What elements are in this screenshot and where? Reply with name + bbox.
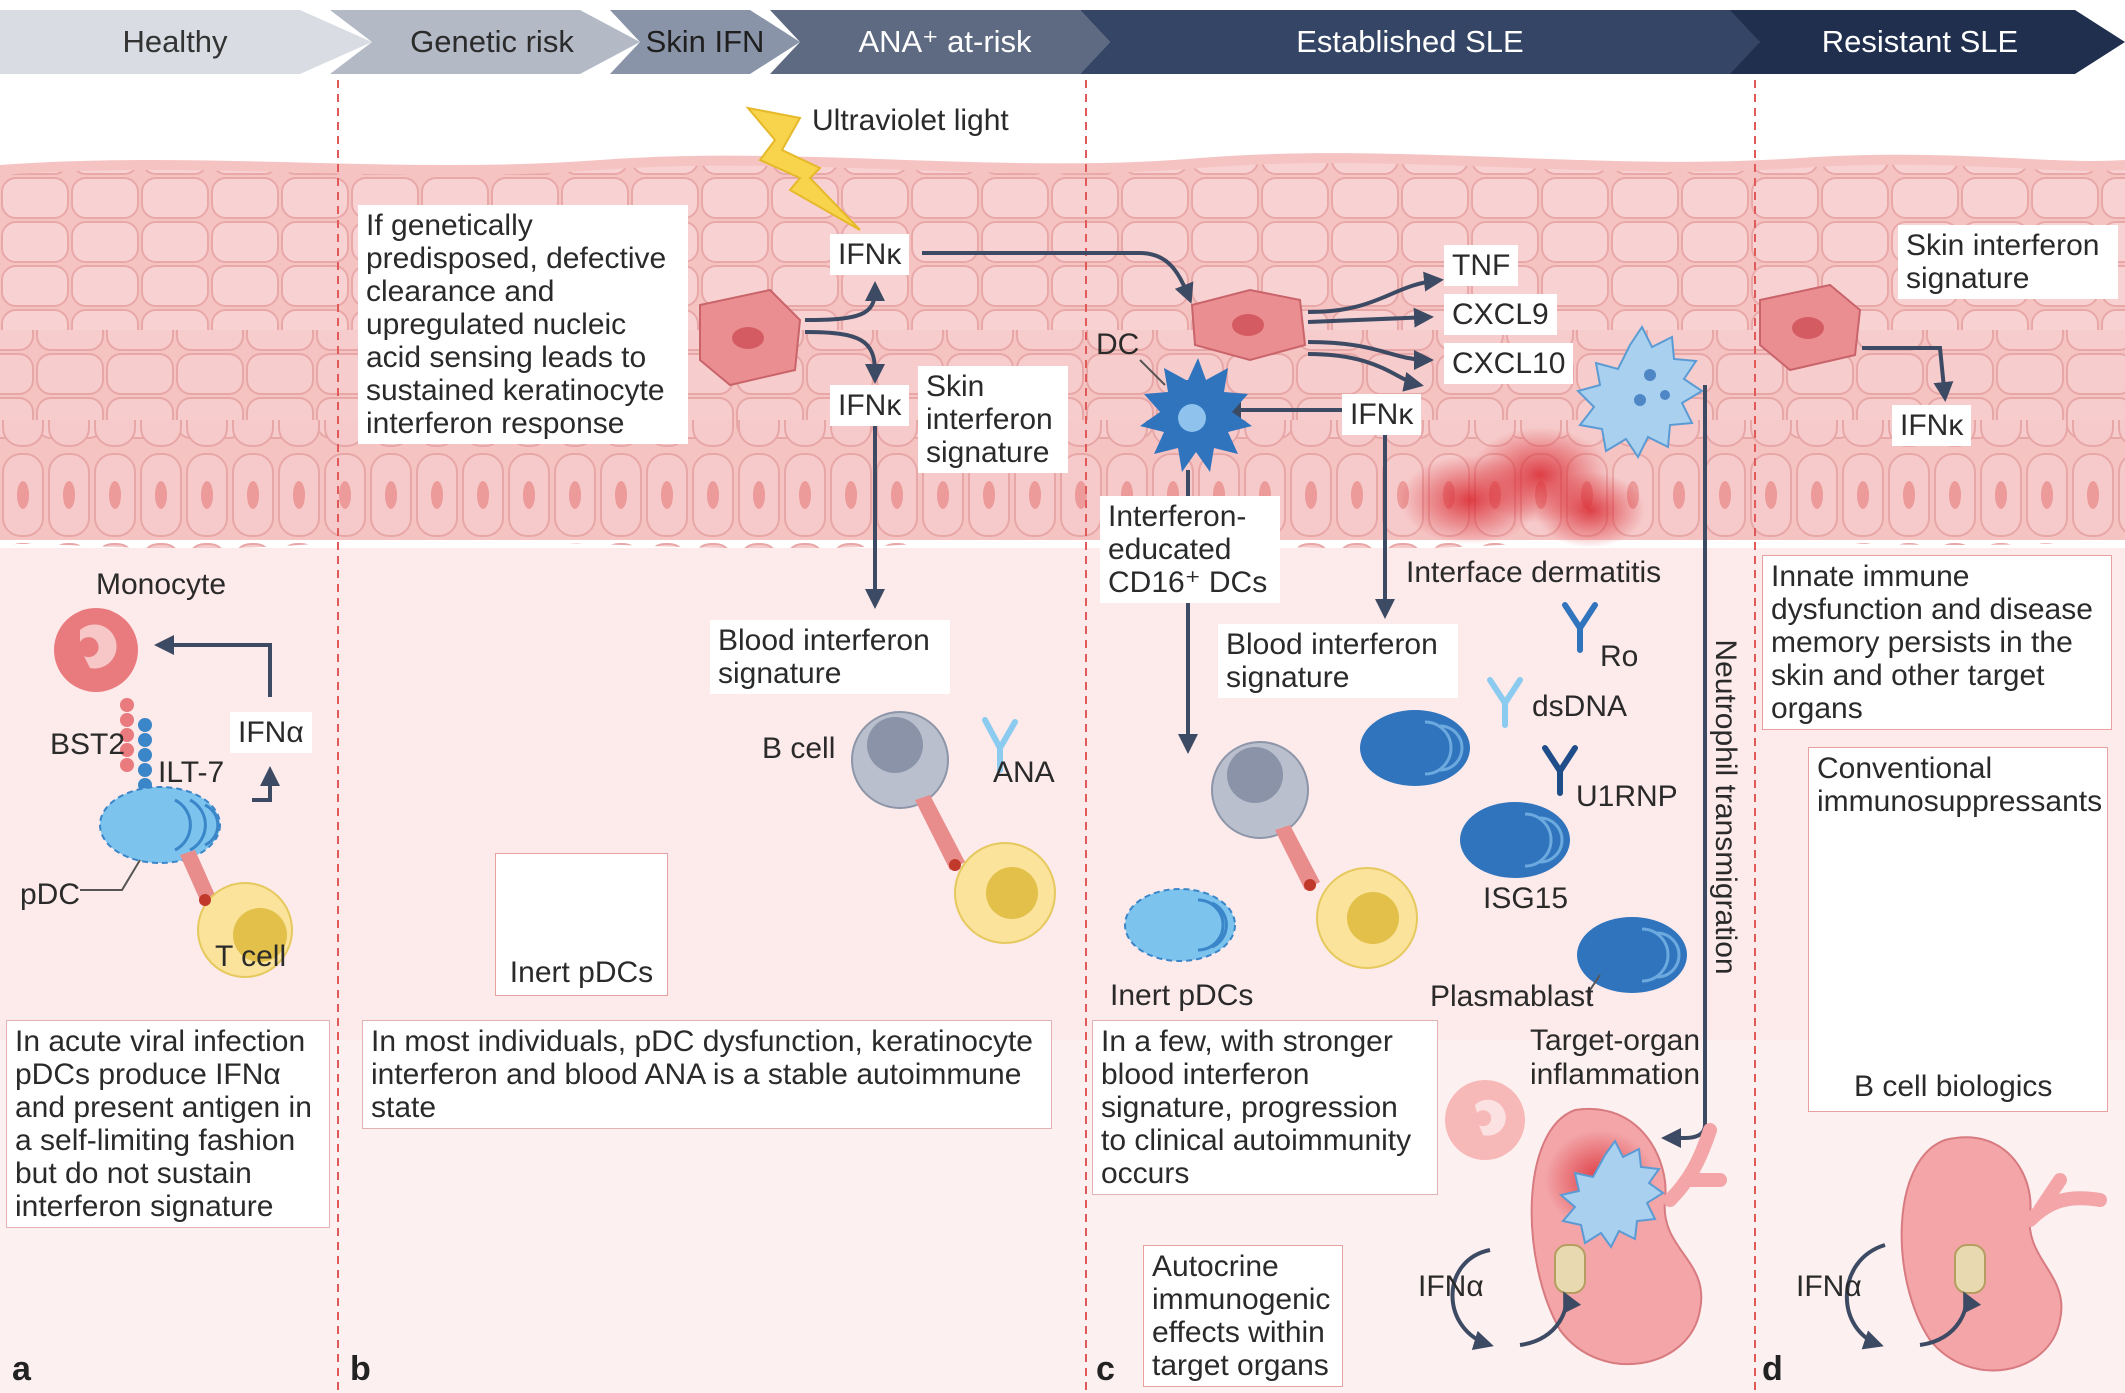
ana-antibody-icon — [982, 717, 1018, 773]
uv-label: Ultraviolet light — [812, 104, 1009, 137]
autoantibody-icons — [1487, 602, 1598, 796]
skin-signature-d: Skin interferon signature — [1898, 225, 2118, 299]
blood-signature-c: Blood interferon signature — [1218, 624, 1458, 698]
bst2-label: BST2 — [50, 728, 126, 761]
panel-label-c: c — [1096, 1350, 1115, 1388]
dsdna-antibody-icon — [1487, 677, 1523, 728]
plasmablast-label: Plasmablast — [1430, 980, 1594, 1013]
conventional-immunosuppressants-label: Conventional immunosuppressants — [1817, 752, 2103, 818]
ifna-d-label: IFNα — [1796, 1270, 1862, 1303]
kidney-d — [1844, 1136, 2107, 1372]
ifna-c-label: IFNα — [1418, 1270, 1484, 1303]
u1rnp-label: U1RNP — [1576, 780, 1678, 813]
keratinocyte-d — [1759, 283, 1862, 372]
stable-autoimmune-box: In most individuals, pDC dysfunction, ke… — [362, 1020, 1052, 1129]
ifnk-c-label: IFNκ — [1342, 394, 1422, 435]
stage-arrow-established — [1080, 10, 1760, 74]
pdc-label: pDC — [20, 878, 81, 911]
stage-arrow-healthy — [0, 10, 372, 74]
progression-box: In a few, with stronger blood interferon… — [1092, 1020, 1438, 1195]
panel-label-a: a — [12, 1350, 31, 1388]
keratinocyte-c — [1190, 288, 1307, 362]
keratinocyte-b — [699, 288, 802, 387]
inert-pdc-c — [1124, 888, 1236, 962]
tnf-label: TNF — [1444, 245, 1519, 286]
u1rnp-antibody-icon — [1542, 745, 1578, 796]
dsdna-label: dsDNA — [1532, 690, 1628, 723]
stage-arrow-skinifn — [610, 10, 800, 74]
neutrophil-transmigration-label: Neutrophil transmigration — [1709, 639, 1742, 975]
stage-arrow-band — [0, 10, 2125, 74]
ro-antibody-icon — [1562, 602, 1598, 653]
stage-arrow-resistant — [1730, 10, 2125, 74]
genetic-predisposition-box: If genetically predisposed, defective cl… — [358, 205, 688, 444]
pdc-leader-line — [80, 859, 141, 891]
monocyte-a — [54, 608, 152, 792]
cxcl10-label: CXCL10 — [1444, 343, 1574, 384]
stage-arrow-genetic — [330, 10, 640, 74]
disease-memory-box: Innate immune dysfunction and disease me… — [1762, 555, 2112, 730]
bcell-biologics-label: B cell biologics — [1854, 1070, 2053, 1103]
cd16-dcs-label: Interferon-educated CD16⁺ DCs — [1100, 496, 1280, 603]
stage-arrow-ana — [770, 10, 1110, 74]
uv-lightning-icon — [745, 106, 861, 231]
ifnk-mid-label: IFNκ — [830, 385, 910, 426]
skin-signature-b: Skin interferon signature — [918, 366, 1068, 473]
blood-signature-b: Blood interferon signature — [710, 620, 950, 694]
dendritic-cell — [1140, 358, 1252, 472]
inert-pdcs-b-box: Inert pDCs — [495, 853, 668, 996]
ro-label: Ro — [1600, 640, 1639, 673]
ana-label: ANA — [993, 756, 1055, 789]
tcell-label: T cell — [215, 940, 287, 973]
inert-pdcs-c-label: Inert pDCs — [1110, 979, 1254, 1012]
cxcl9-label: CXCL9 — [1444, 294, 1557, 335]
ifna-a-label: IFNα — [230, 712, 312, 753]
kidney-c — [1445, 1080, 1727, 1365]
ifnk-top-label: IFNκ — [830, 234, 910, 275]
acute-infection-box: In acute viral infection pDCs produce IF… — [6, 1020, 330, 1228]
interface-dermatitis-label: Interface dermatitis — [1406, 556, 1662, 589]
arrows — [154, 251, 1954, 1148]
target-organ-label: Target-organ inflammation — [1529, 1024, 1701, 1091]
ifnk-d-label: IFNκ — [1892, 405, 1972, 446]
panel-label-d: d — [1762, 1350, 1783, 1388]
tcell-a — [180, 850, 293, 978]
interface-dermatitis — [1400, 427, 1645, 548]
ilt7-label: ILT-7 — [158, 756, 225, 789]
bcell-c — [1211, 741, 1418, 969]
monocyte-label: Monocyte — [96, 568, 227, 601]
panel-dividers — [337, 80, 1756, 1393]
dc-leader-line — [1139, 359, 1166, 386]
plasmablast-leader-line — [1589, 974, 1601, 1000]
panel-label-b: b — [350, 1350, 371, 1388]
therapies-box: Conventional immunosuppressants B cell b… — [1808, 747, 2108, 1112]
isg15-label: ISG15 — [1483, 882, 1569, 915]
bcell-label-b: B cell — [762, 732, 836, 765]
pdc-a — [99, 786, 221, 864]
neutrophil-icon — [1576, 325, 1704, 459]
autocrine-box: Autocrine immunogenic effects within tar… — [1143, 1245, 1343, 1387]
plasmablasts — [1360, 710, 1687, 993]
dc-label: DC — [1096, 328, 1140, 361]
bcell-b — [851, 711, 1056, 944]
